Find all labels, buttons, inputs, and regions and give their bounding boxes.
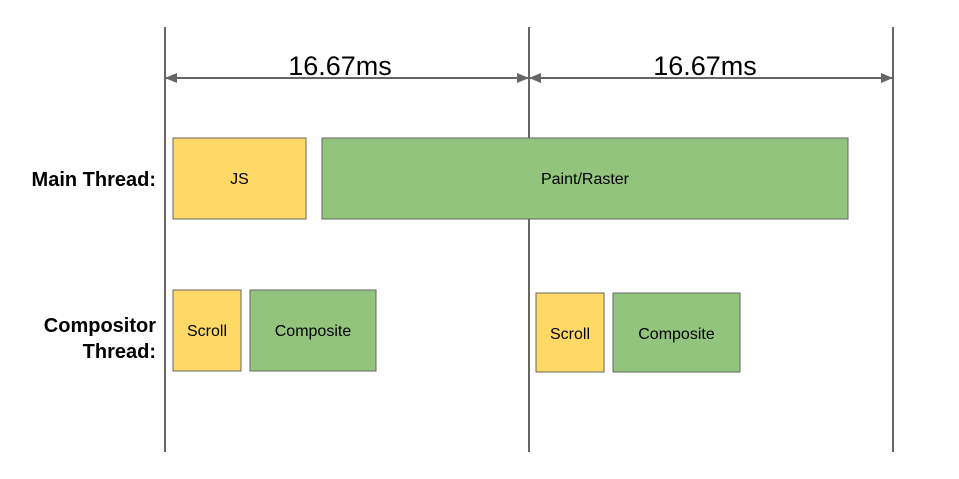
main-thread-label: Main Thread: xyxy=(31,169,156,191)
main-paint-raster-task-label: Paint/Raster xyxy=(541,171,630,188)
compositor-composite-task-2: Composite xyxy=(612,292,741,373)
main-paint-raster-task: Paint/Raster xyxy=(321,137,849,220)
compositor-composite-task-1-label: Composite xyxy=(275,323,352,340)
compositor-scroll-task-2: Scroll xyxy=(535,292,605,373)
compositor-scroll-task-1-label: Scroll xyxy=(187,323,227,340)
compositor-scroll-task-2-label: Scroll xyxy=(550,326,590,343)
compositor-composite-task-2-label: Composite xyxy=(638,326,715,343)
compositor-thread-label: Compositor Thread: xyxy=(0,313,156,365)
main-js-task-label: JS xyxy=(230,171,249,188)
compositor-thread-label-line1: Compositor xyxy=(43,315,156,337)
compositor-composite-task-1: Composite xyxy=(249,289,377,372)
main-js-task: JS xyxy=(172,137,307,220)
frame-1-duration-label: 16.67ms xyxy=(288,51,392,81)
frame-2-duration-label: 16.67ms xyxy=(653,51,757,81)
compositor-thread-label-line2: Thread: xyxy=(82,341,156,363)
compositor-scroll-task-1: Scroll xyxy=(172,289,242,372)
